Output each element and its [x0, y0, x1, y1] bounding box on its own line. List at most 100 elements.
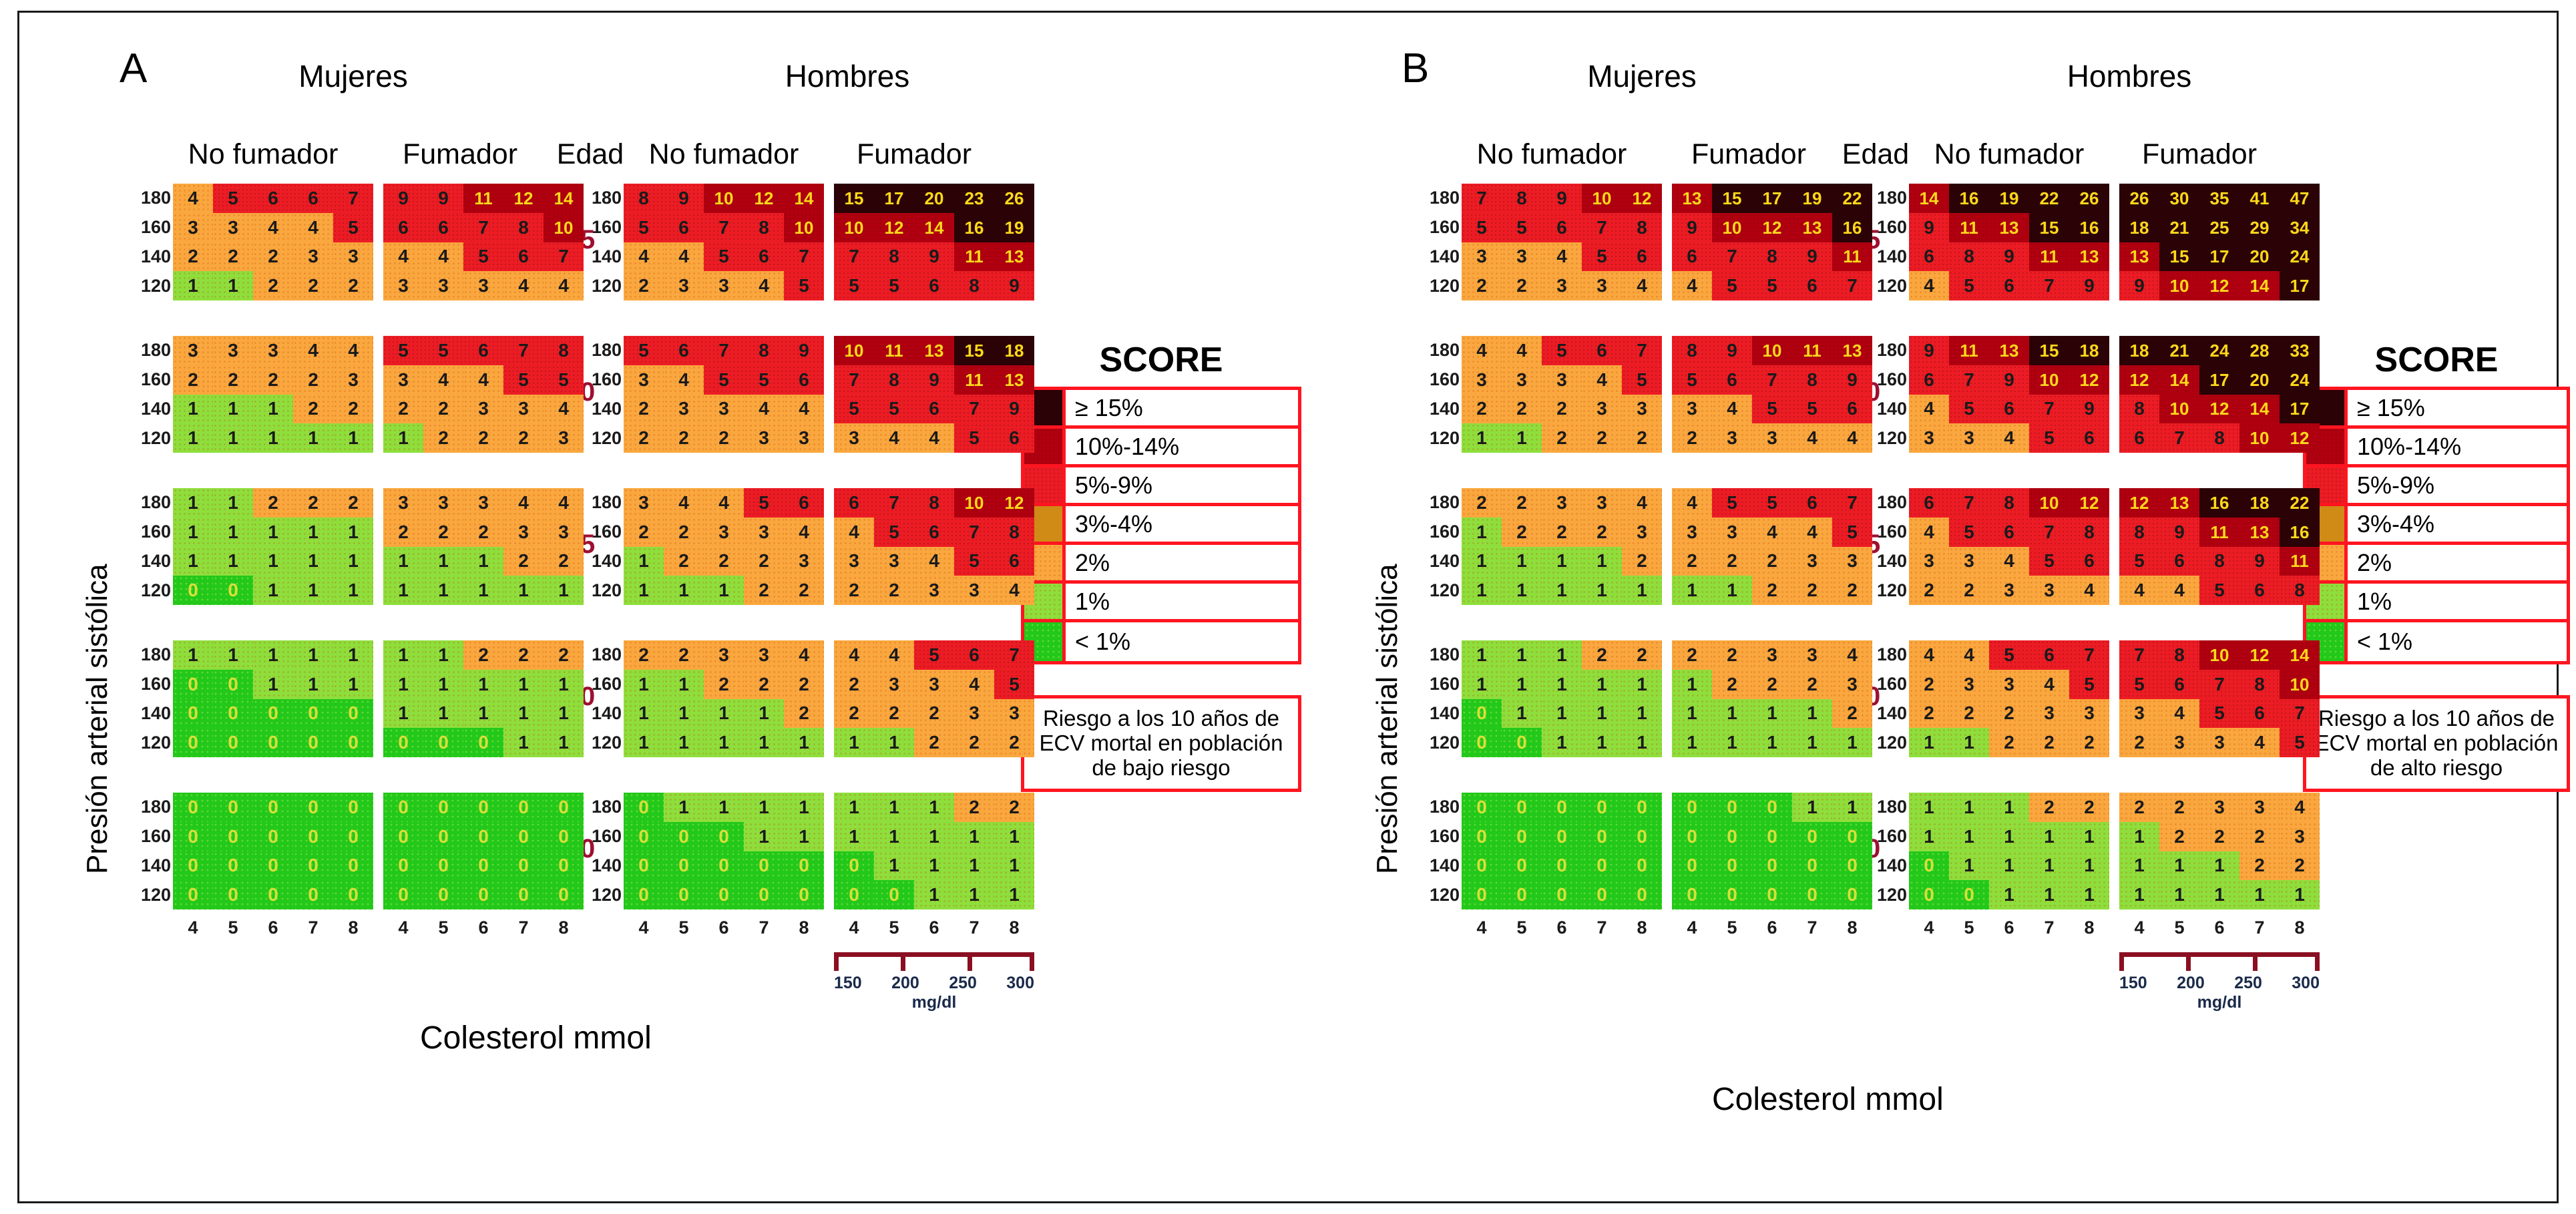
risk-cell: 6 — [2239, 576, 2280, 605]
risk-cell: 12 — [994, 488, 1034, 518]
sbp-tick: 120 — [1876, 732, 1907, 753]
risk-cell: 1 — [173, 640, 213, 670]
panel-b-ylabel: Presión arterial sistólica — [1371, 564, 1404, 874]
risk-cell: 2 — [1672, 423, 1712, 453]
risk-cell: 20 — [2239, 242, 2280, 272]
risk-cell: 19 — [1792, 184, 1832, 213]
risk-cell: 5 — [213, 184, 253, 213]
risk-cell: 2 — [664, 423, 704, 453]
risk-cell: 0 — [1752, 880, 1792, 909]
cholesterol-tick: 6 — [1556, 918, 1567, 938]
risk-cell: 0 — [503, 851, 544, 881]
risk-cell: 5 — [954, 423, 994, 453]
risk-cell: 3 — [664, 394, 704, 424]
risk-cell: 1 — [1792, 793, 1832, 822]
risk-cell: 1 — [383, 546, 423, 576]
sbp-tick: 180 — [1876, 644, 1907, 665]
risk-cell: 1 — [1542, 546, 1582, 576]
risk-cell: 4 — [1712, 394, 1752, 424]
risk-cell: 0 — [1752, 821, 1792, 851]
risk-cell: 1 — [1542, 698, 1582, 729]
risk-cell: 2 — [2239, 821, 2280, 851]
risk-cell: 1 — [2069, 821, 2109, 851]
risk-cell: 16 — [2199, 488, 2239, 518]
risk-cell: 1 — [463, 669, 503, 699]
panel-b-women-title: Mujeres — [1587, 59, 1697, 93]
risk-cell: 0 — [463, 728, 503, 757]
risk-cell: 6 — [914, 517, 954, 547]
risk-cell: 1 — [423, 576, 463, 605]
risk-cell: 22 — [1832, 184, 1872, 213]
cholesterol-tick: 5 — [1727, 918, 1737, 938]
risk-cell: 3 — [1582, 394, 1622, 424]
risk-cell: 17 — [2199, 365, 2239, 395]
risk-cell: 2 — [2119, 728, 2159, 757]
risk-cell: 0 — [1712, 793, 1752, 822]
risk-cell: 3 — [383, 271, 423, 300]
risk-cell: 1 — [2119, 851, 2159, 881]
risk-cell: 1 — [2159, 880, 2199, 909]
risk-cell: 3 — [624, 488, 664, 518]
risk-cell: 0 — [333, 728, 373, 757]
sbp-tick: 140 — [591, 855, 622, 875]
risk-cell: 13 — [1672, 184, 1712, 213]
sbp-tick: 120 — [1876, 427, 1907, 448]
risk-cell: 2 — [253, 271, 293, 300]
risk-cell: 0 — [173, 698, 213, 729]
risk-cell: 1 — [994, 851, 1034, 881]
risk-cell: 3 — [2029, 576, 2069, 605]
sbp-tick: 180 — [591, 644, 622, 665]
risk-cell: 4 — [2159, 576, 2199, 605]
risk-cell: 3 — [744, 423, 784, 453]
sbp-tick: 140 — [140, 398, 171, 419]
risk-cell: 2 — [1909, 576, 1949, 605]
risk-cell: 10 — [2159, 394, 2199, 424]
risk-cell: 5 — [1752, 271, 1792, 300]
risk-cell: 0 — [253, 793, 293, 822]
risk-cell: 7 — [834, 242, 874, 272]
risk-cell: 7 — [954, 394, 994, 424]
risk-cell: 0 — [293, 698, 333, 729]
risk-cell: 1 — [704, 793, 744, 822]
risk-cell: 0 — [173, 669, 213, 699]
cholesterol-tick: 6 — [2004, 918, 2014, 938]
risk-cell: 3 — [2159, 728, 2199, 757]
risk-cell: 4 — [874, 640, 914, 670]
risk-cell: 7 — [463, 212, 503, 242]
risk-cell: 1 — [383, 423, 423, 453]
risk-cell: 1 — [253, 640, 293, 670]
risk-cell: 4 — [874, 423, 914, 453]
risk-cell: 0 — [544, 851, 584, 881]
risk-cell: 1 — [664, 728, 704, 757]
risk-cell: 4 — [994, 576, 1034, 605]
risk-cell: 6 — [253, 184, 293, 213]
risk-cell: 0 — [1462, 698, 1502, 729]
risk-cell: 2 — [1582, 423, 1622, 453]
sbp-tick: 120 — [1429, 732, 1460, 753]
risk-cell: 1 — [2069, 880, 2109, 909]
risk-cell: 10 — [2029, 365, 2069, 395]
risk-cell: 2 — [253, 242, 293, 272]
mgdl-tick — [1030, 952, 1034, 971]
risk-cell: 1 — [1462, 546, 1502, 576]
legend-title-b: SCORE — [2374, 341, 2499, 379]
risk-cell: 1 — [1502, 640, 1542, 670]
cholesterol-tick: 7 — [518, 918, 529, 938]
risk-cell: 1 — [2029, 880, 2069, 909]
risk-cell: 5 — [423, 336, 463, 365]
legend-row: < 1% — [2306, 622, 2567, 661]
risk-cell: 3 — [874, 546, 914, 576]
sbp-tick: 160 — [140, 217, 171, 238]
risk-cell: 1 — [834, 728, 874, 757]
risk-cell: 9 — [1712, 336, 1752, 365]
risk-cell: 2 — [1542, 423, 1582, 453]
risk-cell: 2 — [1792, 669, 1832, 699]
cholesterol-tick: 8 — [1637, 918, 1647, 938]
sbp-tick: 180 — [1876, 492, 1907, 513]
